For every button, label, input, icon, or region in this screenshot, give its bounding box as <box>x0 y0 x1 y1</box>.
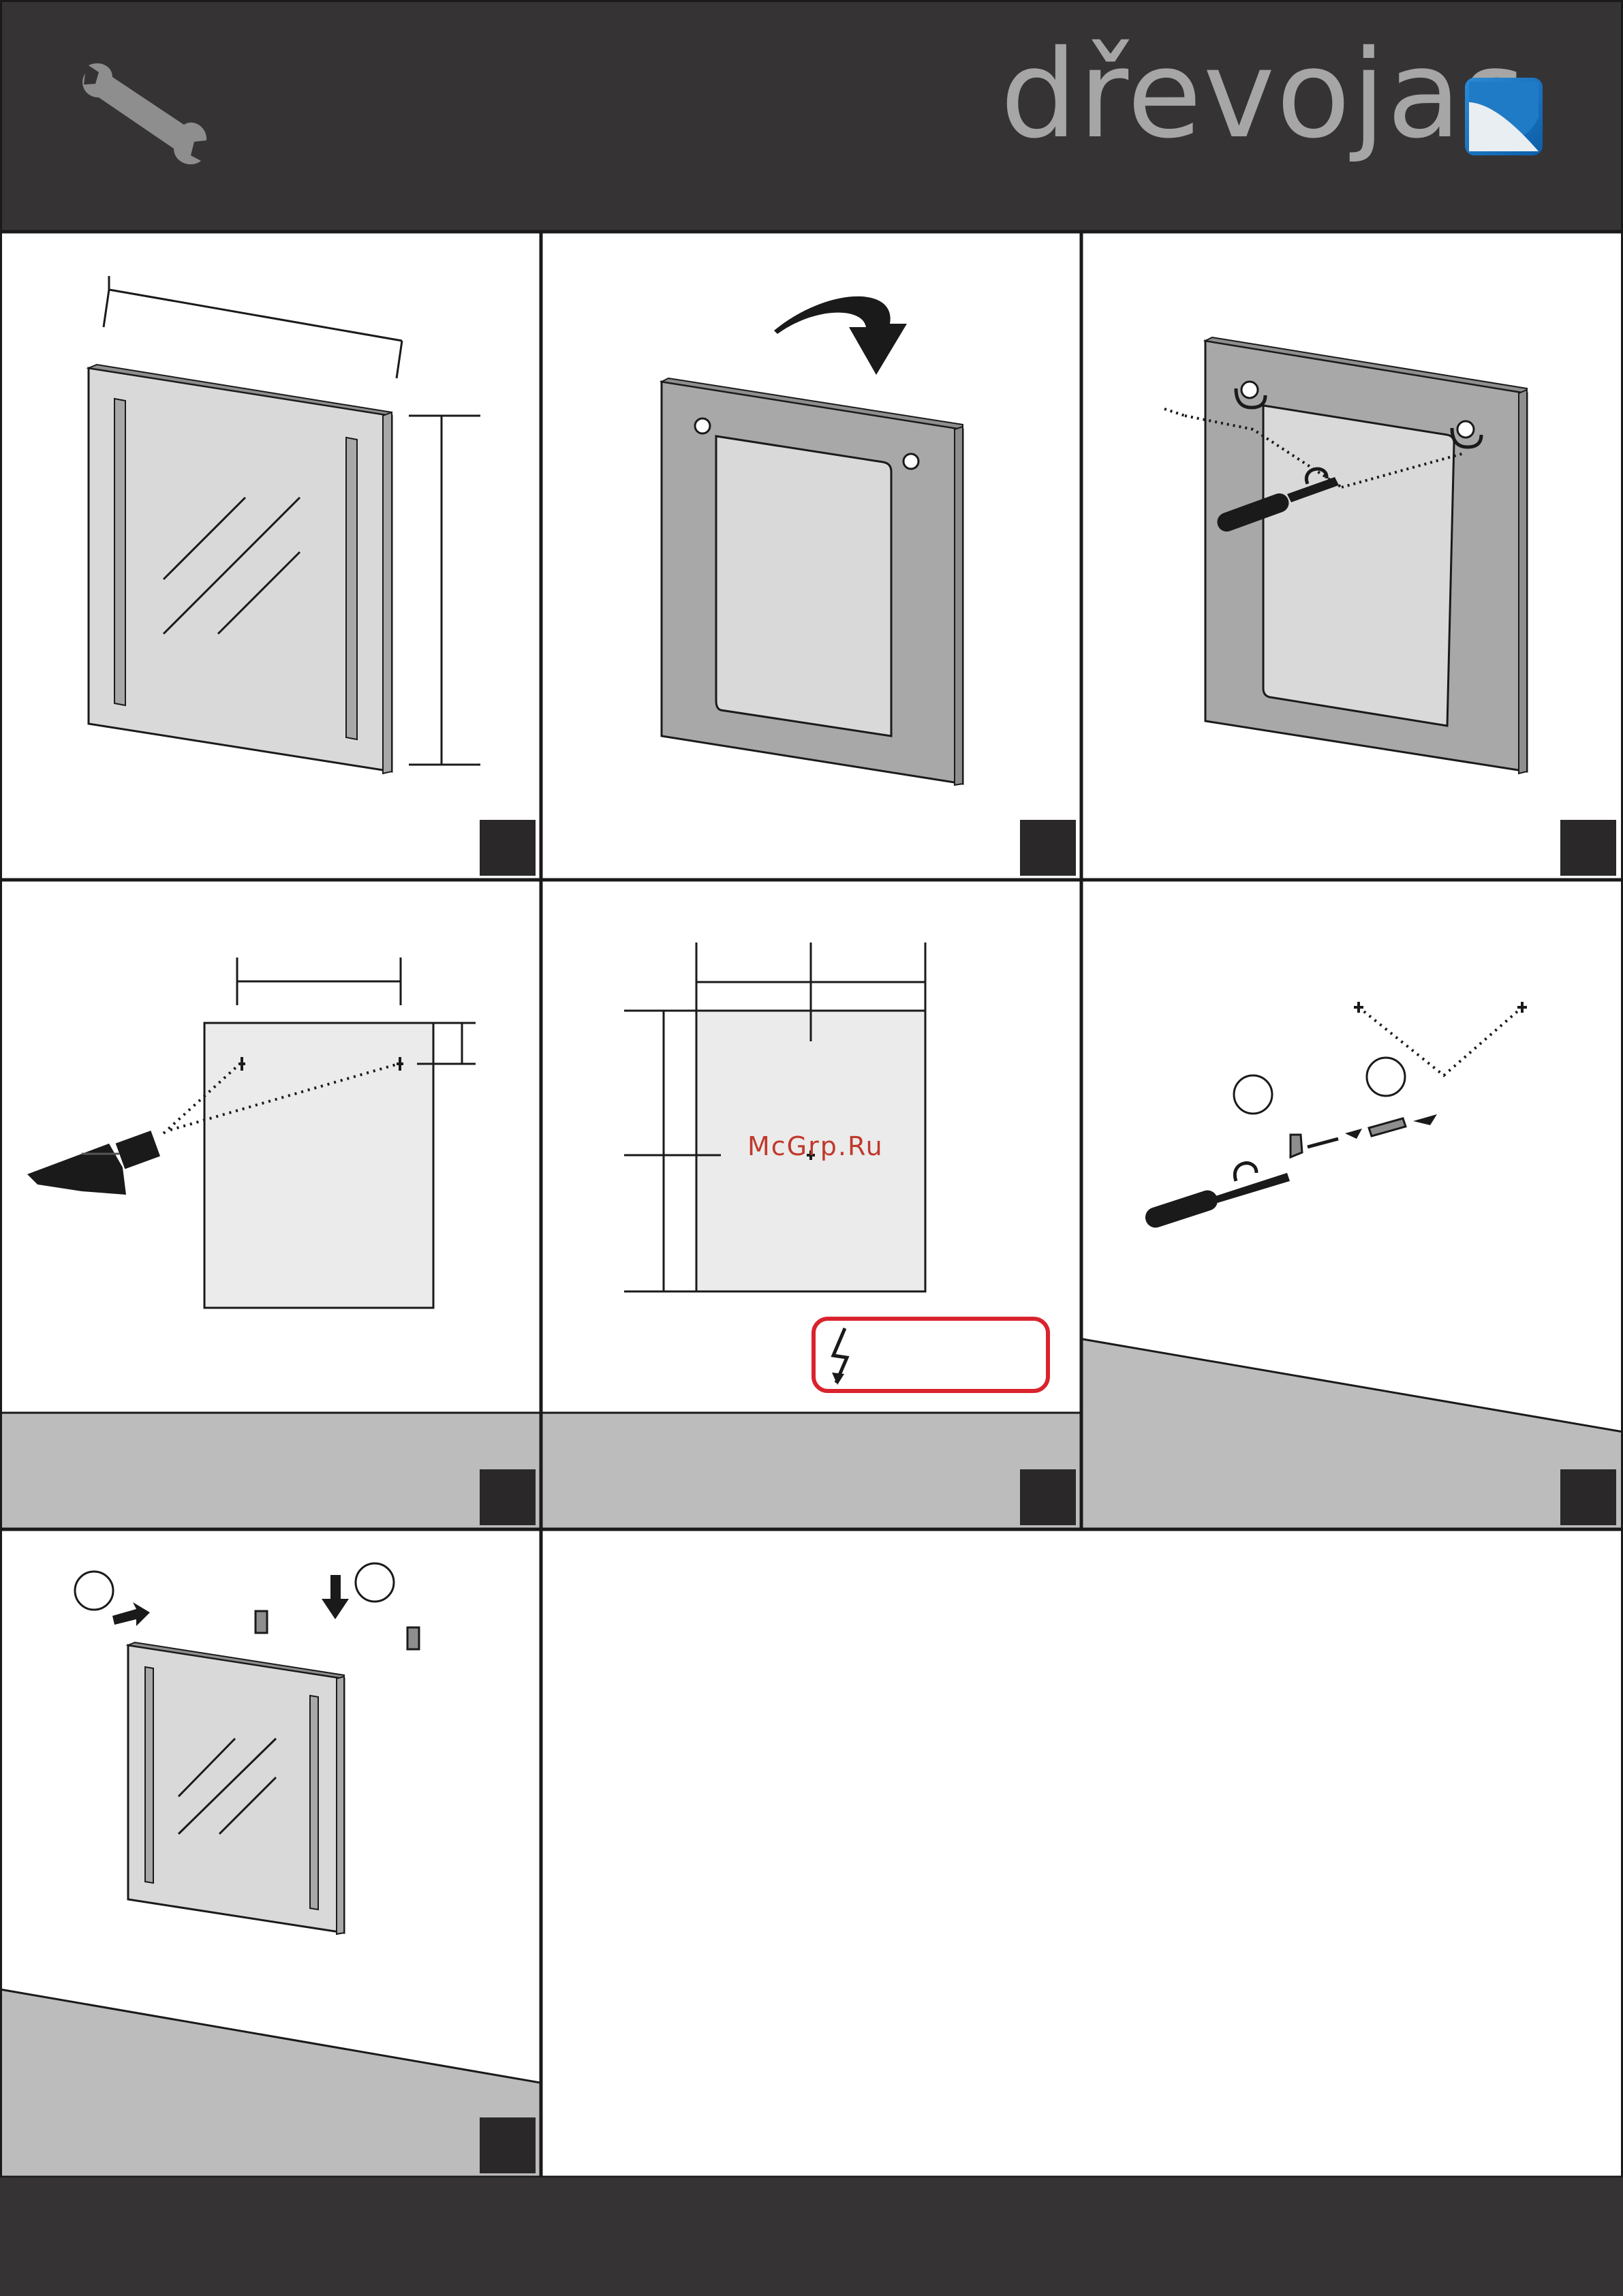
step-7-panel <box>0 1531 540 2177</box>
step-6-number-box <box>1560 1469 1616 1525</box>
step-4-number-box <box>480 1469 536 1525</box>
brand-name: dřevojas <box>1000 34 1527 155</box>
drevojas-logo-icon <box>1464 76 1544 157</box>
step-4-panel <box>0 881 540 1529</box>
step-2-number-box <box>1020 820 1076 876</box>
step-1-panel <box>0 232 540 879</box>
header-bar: dřevojas <box>0 0 1623 232</box>
watermark-text: McGrp.Ru <box>747 1131 884 1161</box>
wrench-icon <box>72 60 215 169</box>
step-3-panel <box>1083 232 1623 879</box>
step-7-number-box <box>480 2117 536 2173</box>
electric-hazard-icon <box>828 1325 862 1386</box>
step-6-panel <box>1083 881 1623 1529</box>
footer-bar <box>0 2177 1623 2296</box>
electrical-warning-box <box>812 1317 1050 1393</box>
step-5-number-box <box>1020 1469 1076 1525</box>
step-3-number-box <box>1560 820 1616 876</box>
step-5-panel <box>542 881 1081 1529</box>
step-1-number-box <box>480 820 536 876</box>
step-2-panel <box>542 232 1081 879</box>
